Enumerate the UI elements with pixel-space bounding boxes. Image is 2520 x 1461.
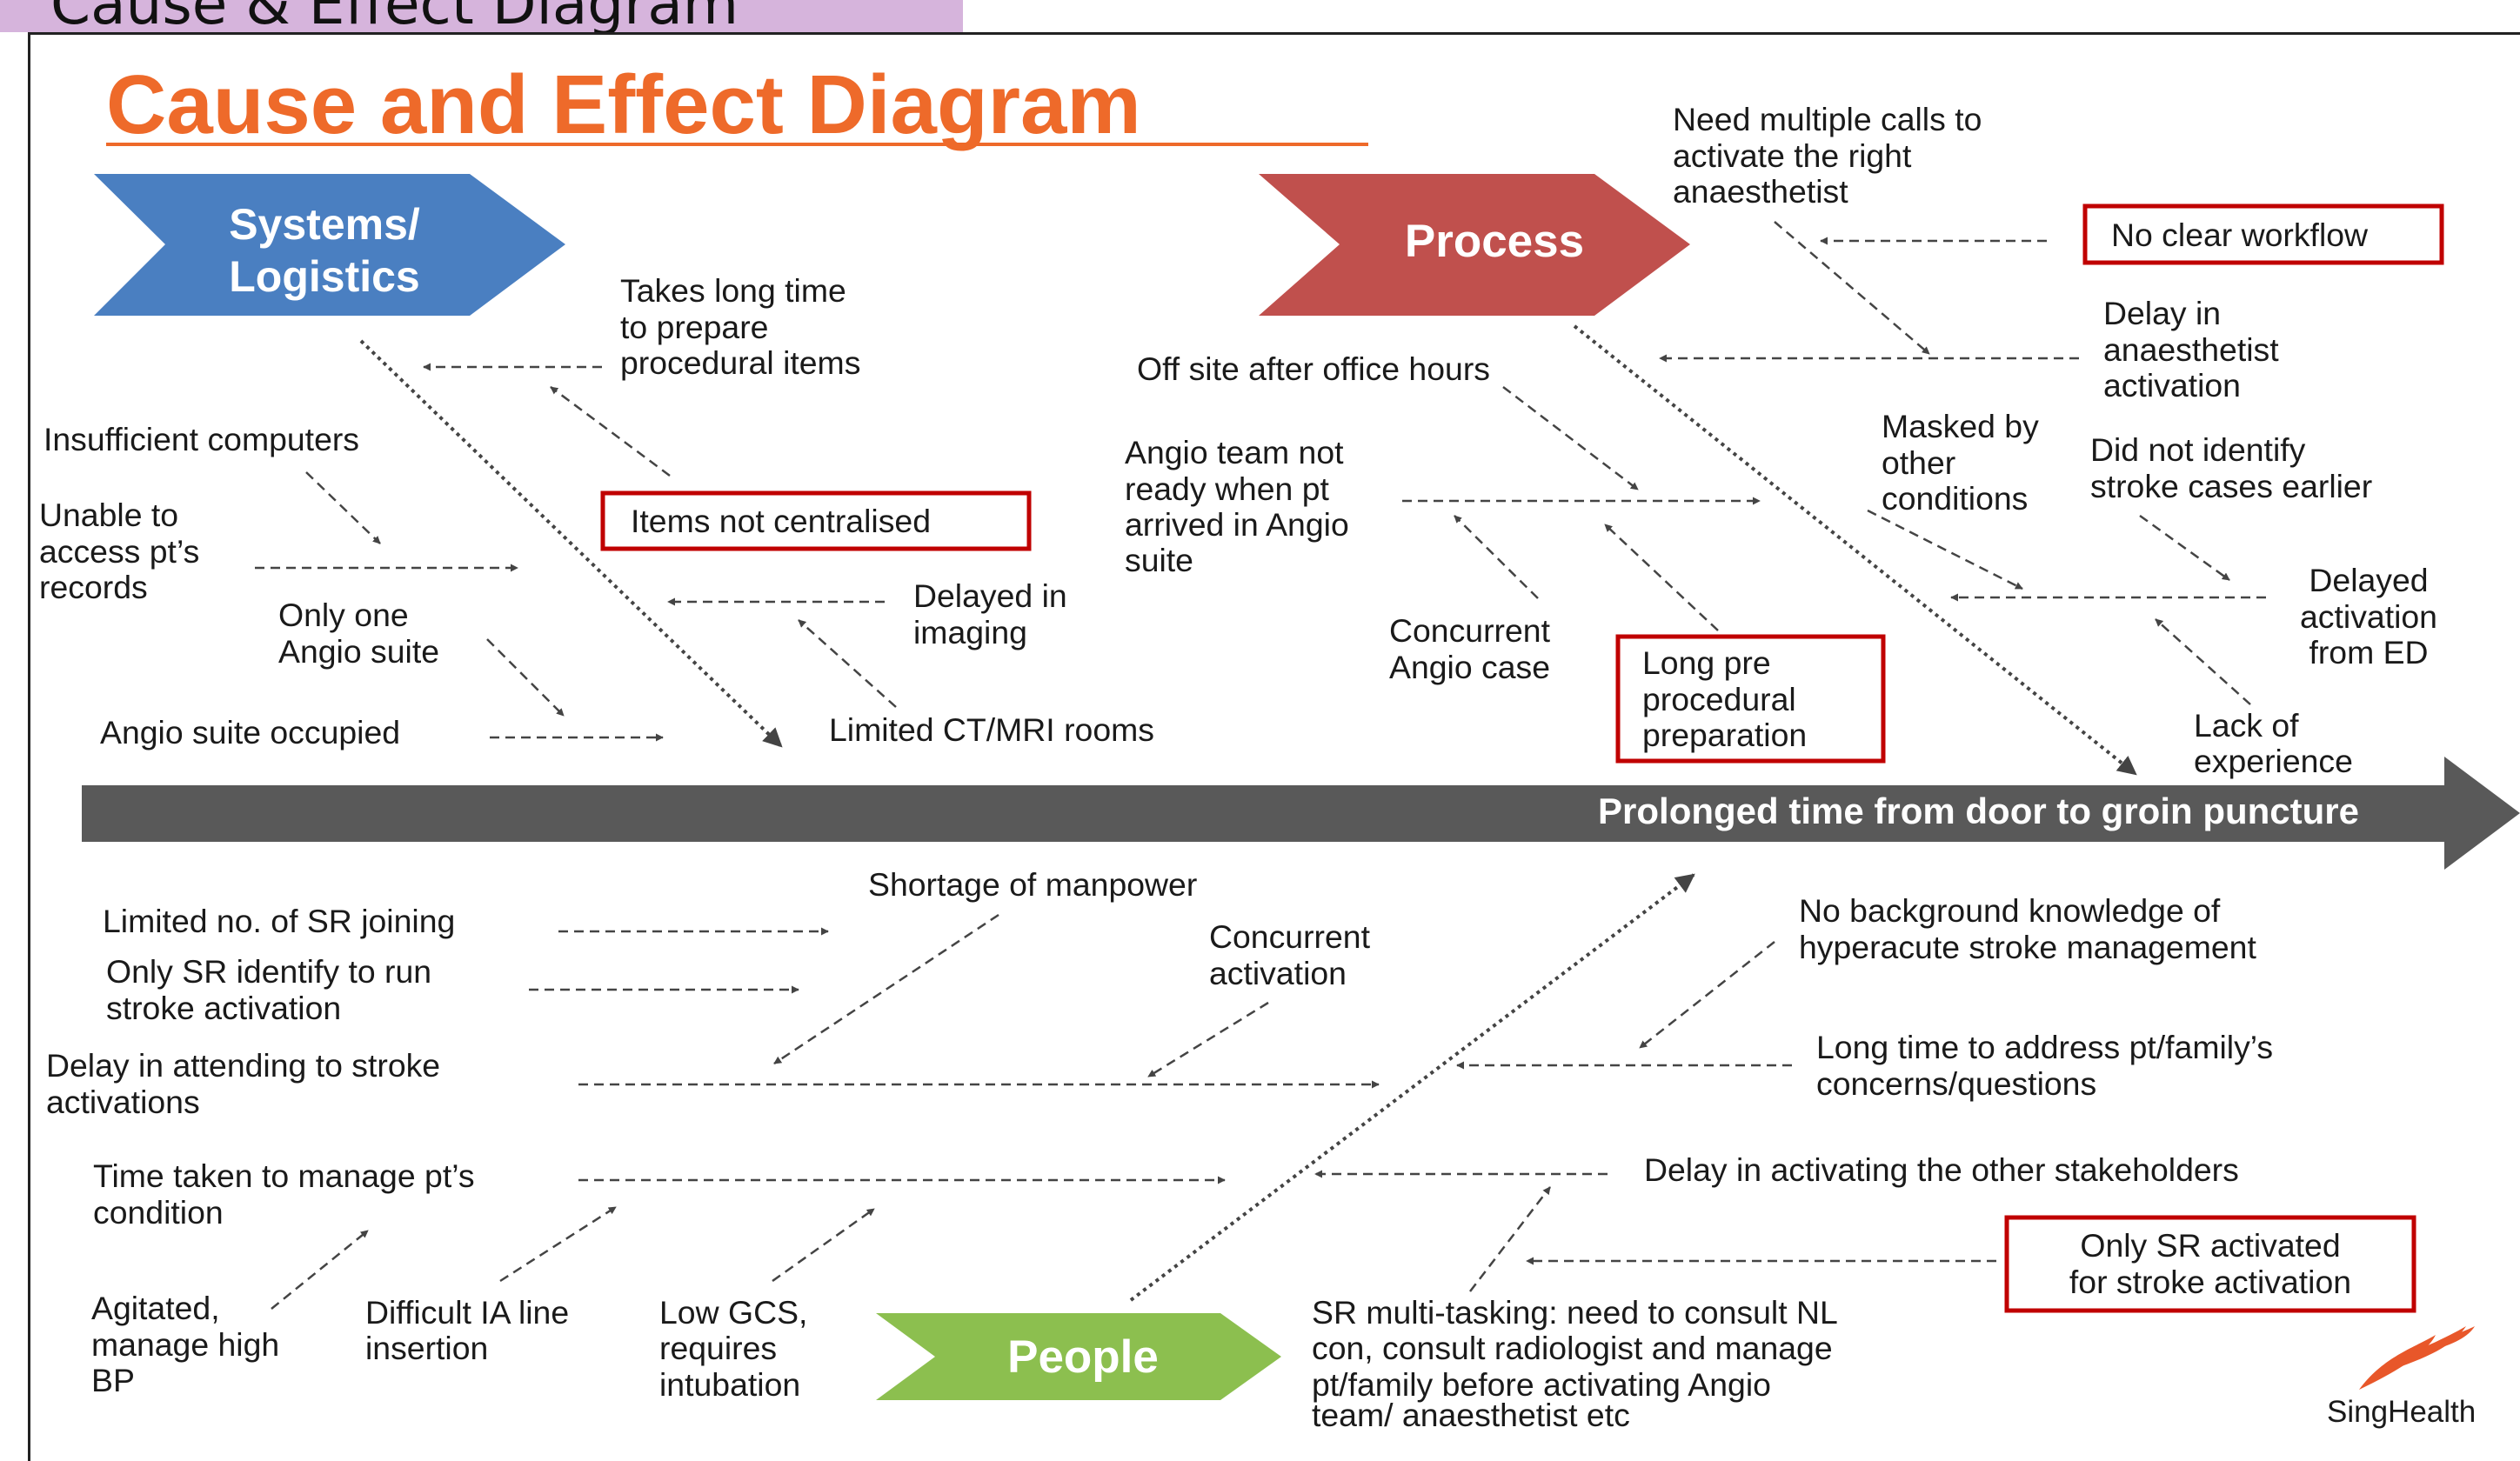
cause-no-clear-workflow: No clear workflow bbox=[2111, 217, 2369, 253]
cause-angio-team-not-ready-4: suite bbox=[1125, 542, 1193, 578]
root-cause-boxes bbox=[600, 203, 2444, 1313]
cause-masked-by-other-3: conditions bbox=[1882, 480, 2028, 517]
diagram-title: Cause and Effect Diagram bbox=[106, 58, 1141, 151]
cause-arrows bbox=[255, 221, 2266, 1310]
cause-delay-anaesthetist-1: Delay in bbox=[2103, 295, 2221, 331]
logo-swoosh-3 bbox=[2401, 1326, 2475, 1358]
cause-delay-anaesthetist-3: activation bbox=[2103, 367, 2241, 404]
effect-spine-arrow bbox=[82, 757, 2520, 870]
box-only-sr-activated bbox=[2004, 1215, 2416, 1313]
cause-unable-to-access-3: records bbox=[39, 569, 148, 605]
category-systems-logistics: Systems/ Logistics bbox=[94, 174, 565, 316]
cause-takes-long-time-2: to prepare bbox=[620, 309, 768, 345]
slide-tab: Cause & Effect Diagram bbox=[0, 0, 963, 32]
cause-agitated-3: BP bbox=[91, 1362, 135, 1398]
cause-angio-team-not-ready-2: ready when pt bbox=[1125, 470, 1329, 507]
cause-agitated-1: Agitated, bbox=[91, 1290, 220, 1326]
cause-only-sr-activated-2: for stroke activation bbox=[2069, 1264, 2351, 1300]
cause-low-gcs-1: Low GCS, bbox=[659, 1294, 807, 1331]
cause-delayed-imaging-1: Delayed in bbox=[913, 577, 1067, 614]
cause-long-time-address-2: concerns/questions bbox=[1816, 1065, 2096, 1102]
cause-did-not-identify-1: Did not identify bbox=[2090, 431, 2306, 468]
cause-unable-to-access-1: Unable to bbox=[39, 497, 178, 533]
bone-people bbox=[1129, 873, 1695, 1302]
cause-delayed-activation-ed-1: Delayed bbox=[2309, 562, 2428, 598]
cause-delayed-activation-ed-2: activation bbox=[2300, 598, 2437, 635]
cause-angio-team-not-ready-1: Angio team not bbox=[1125, 434, 1344, 470]
singhealth-logo: SingHealth bbox=[2327, 1326, 2476, 1429]
cause-sr-multitasking-2: con, consult radiologist and manage bbox=[1312, 1330, 1833, 1366]
people-chevron bbox=[876, 1313, 1281, 1400]
cause-masked-by-other-1: Masked by bbox=[1882, 408, 2039, 444]
cause-delayed-activation-ed-3: from ED bbox=[2309, 634, 2428, 670]
cause-takes-long-time-3: procedural items bbox=[620, 344, 860, 381]
process-chevron bbox=[1259, 174, 1690, 316]
cause-unable-to-access-2: access pt’s bbox=[39, 533, 199, 570]
cause-concurrent-angio-2: Angio case bbox=[1389, 649, 1550, 685]
cause-long-time-address-1: Long time to address pt/family’s bbox=[1816, 1029, 2273, 1065]
cause-limited-sr-joining: Limited no. of SR joining bbox=[103, 903, 455, 939]
cause-long-pre-procedural-1: Long pre bbox=[1642, 644, 1771, 681]
systems-label-line1: Systems/ bbox=[229, 200, 420, 249]
cause-only-sr-activated-1: Only SR activated bbox=[2080, 1227, 2340, 1264]
cause-low-gcs-3: intubation bbox=[659, 1366, 800, 1403]
cause-difficult-ia-line-2: insertion bbox=[365, 1330, 488, 1366]
cause-only-sr-identify-1: Only SR identify to run bbox=[106, 953, 431, 990]
box-no-clear-workflow bbox=[2082, 203, 2444, 265]
cause-need-multiple-calls-1: Need multiple calls to bbox=[1673, 101, 1982, 137]
cause-concurrent-angio-1: Concurrent bbox=[1389, 612, 1551, 649]
bone-process bbox=[1573, 324, 2137, 776]
cause-angio-suite-occupied: Angio suite occupied bbox=[100, 714, 400, 751]
cause-lack-of-experience-1: Lack of bbox=[2194, 707, 2299, 744]
box-items-not-centralised bbox=[600, 490, 1032, 551]
cause-takes-long-time-1: Takes long time bbox=[620, 272, 846, 309]
cause-masked-by-other-2: other bbox=[1882, 444, 1955, 481]
logo-text: SingHealth bbox=[2327, 1395, 2476, 1429]
cause-off-site: Off site after office hours bbox=[1137, 350, 1490, 387]
cause-need-multiple-calls-3: anaesthetist bbox=[1673, 173, 1848, 210]
cause-need-multiple-calls-2: activate the right bbox=[1673, 137, 1912, 174]
cause-concurrent-activation-2: activation bbox=[1209, 955, 1347, 991]
process-label: Process bbox=[1405, 216, 1584, 267]
fishbone-diagram: Cause and Effect Diagram Prolonged time … bbox=[39, 58, 2520, 1431]
cause-did-not-identify-2: stroke cases earlier bbox=[2090, 468, 2372, 504]
cause-difficult-ia-line-1: Difficult IA line bbox=[365, 1294, 569, 1331]
cause-sr-multitasking-1: SR multi-tasking: need to consult NL bbox=[1312, 1294, 1838, 1331]
category-people: People bbox=[876, 1313, 1281, 1400]
bone-systems bbox=[359, 339, 783, 748]
cause-only-one-angio-1: Only one bbox=[278, 597, 409, 633]
cause-long-pre-procedural-2: procedural bbox=[1642, 681, 1796, 717]
category-process: Process bbox=[1259, 174, 1690, 316]
cause-delay-anaesthetist-2: anaesthetist bbox=[2103, 331, 2279, 368]
cause-agitated-2: manage high bbox=[91, 1326, 279, 1363]
cause-delay-attending-2: activations bbox=[46, 1084, 200, 1120]
cause-no-background-1: No background knowledge of bbox=[1799, 892, 2221, 929]
systems-label-line2: Logistics bbox=[229, 252, 419, 301]
cause-only-sr-identify-2: stroke activation bbox=[106, 990, 341, 1026]
cause-shortage-manpower: Shortage of manpower bbox=[868, 866, 1197, 903]
cause-items-not-centralised: Items not centralised bbox=[631, 503, 931, 539]
slide-tab-title: Cause & Effect Diagram bbox=[50, 0, 739, 32]
systems-chevron bbox=[94, 174, 565, 316]
cause-low-gcs-2: requires bbox=[659, 1330, 777, 1366]
cause-sr-multitasking-3: pt/family before activating Angio bbox=[1312, 1366, 1771, 1403]
cause-time-taken-manage-2: condition bbox=[93, 1194, 224, 1231]
cause-no-background-2: hyperacute stroke management bbox=[1799, 929, 2256, 965]
cause-only-one-angio-2: Angio suite bbox=[278, 633, 439, 670]
cause-delay-activating-stakeholders: Delay in activating the other stakeholde… bbox=[1644, 1151, 2239, 1188]
cause-delayed-imaging-2: imaging bbox=[913, 614, 1027, 650]
cause-insufficient-computers: Insufficient computers bbox=[43, 421, 359, 457]
effect-label: Prolonged time from door to groin punctu… bbox=[1598, 791, 2359, 831]
cause-limited-ct-mri: Limited CT/MRI rooms bbox=[829, 711, 1154, 748]
cause-long-pre-procedural-3: preparation bbox=[1642, 717, 1807, 753]
people-label: People bbox=[1007, 1331, 1159, 1383]
slide-frame bbox=[28, 32, 2520, 1461]
cause-sr-multitasking-4: team/ anaesthetist etc bbox=[1312, 1397, 1630, 1431]
box-long-pre-procedural bbox=[1615, 634, 1886, 764]
cause-angio-team-not-ready-3: arrived in Angio bbox=[1125, 506, 1349, 543]
cause-time-taken-manage-1: Time taken to manage pt’s bbox=[93, 1157, 475, 1194]
cause-delay-attending-1: Delay in attending to stroke bbox=[46, 1047, 440, 1084]
cause-concurrent-activation-1: Concurrent bbox=[1209, 918, 1371, 955]
cause-lack-of-experience-2: experience bbox=[2194, 743, 2353, 779]
